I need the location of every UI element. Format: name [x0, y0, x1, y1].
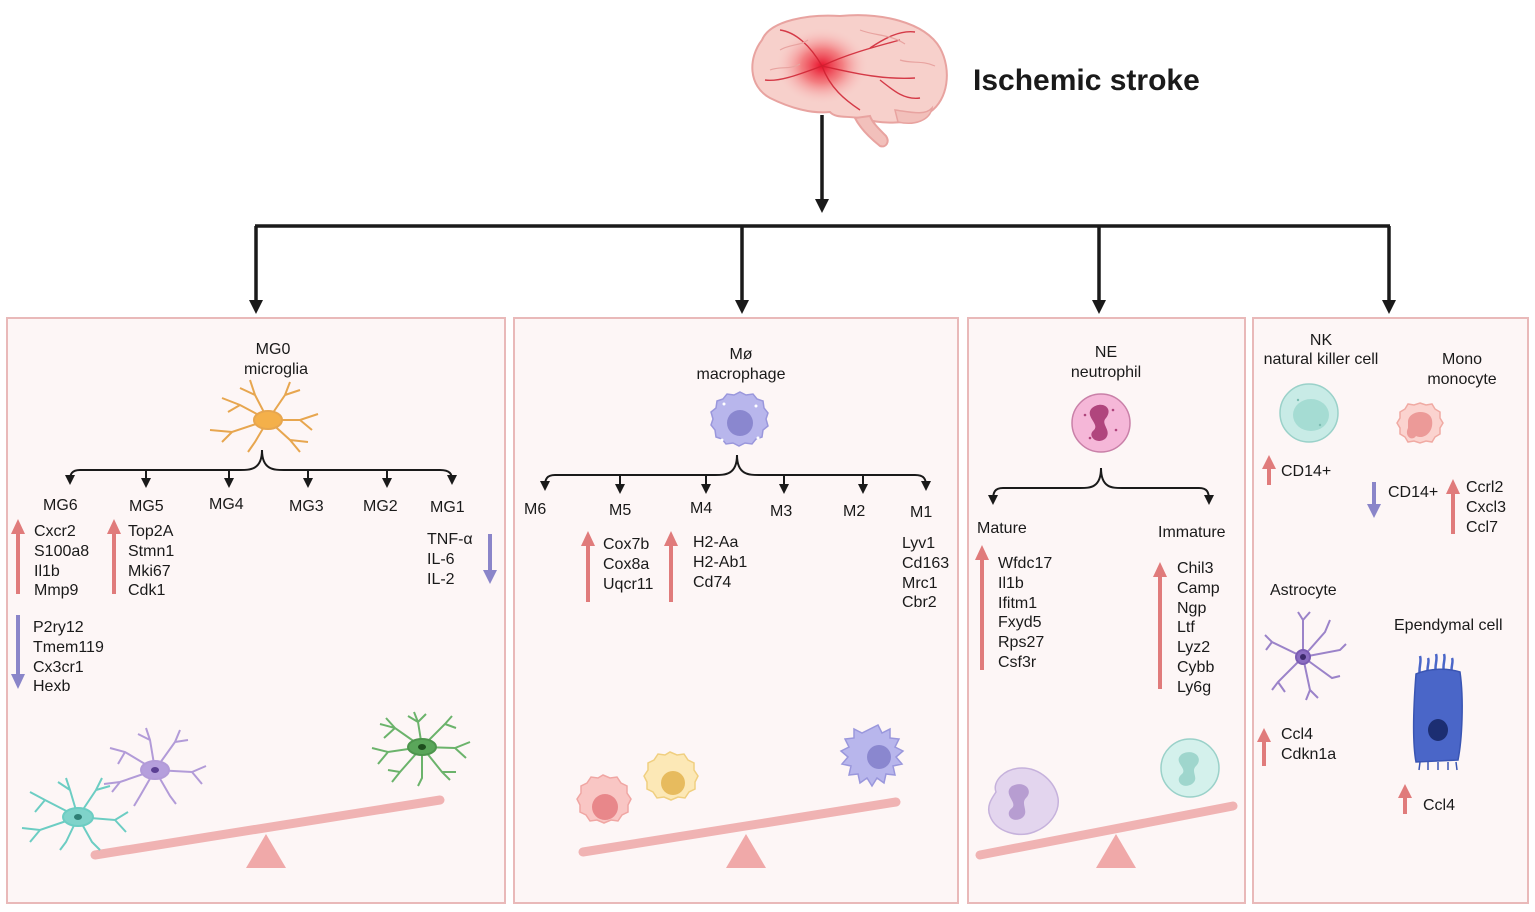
- mono-upregulated-genes: Ccrl2 Cxcl3 Ccl7: [1466, 479, 1507, 536]
- yellow-macrophage-icon: [643, 751, 699, 801]
- astrocyte-label: Astrocyte: [1270, 582, 1337, 599]
- nk-abbr: NK: [1309, 332, 1333, 349]
- arrow-up-icon: [1153, 562, 1167, 689]
- arrow-up-icon: [1257, 728, 1271, 766]
- subtype-m4: M4: [690, 500, 713, 517]
- neutrophil-cell-icon: [1071, 393, 1131, 453]
- macrophage-branch-lines: [540, 454, 931, 494]
- subtype-m6: M6: [524, 501, 547, 518]
- subtype-m2: M2: [843, 503, 866, 520]
- nk-cell-icon: [1279, 383, 1339, 443]
- nk-upregulated-marker: CD14+: [1281, 463, 1332, 480]
- neutrophil-abbr: NE: [1094, 344, 1118, 361]
- microglia-green-icon: [371, 711, 471, 787]
- astrocyte-icon: [1264, 611, 1347, 701]
- microglia-purple-icon: [103, 727, 207, 807]
- mature-upregulated-genes: Wfdc17 Il1b Ifitm1 Fxyd5 Rps27 Csf3r: [998, 555, 1053, 671]
- arrow-up-icon: [581, 531, 595, 602]
- pink-macrophage-icon: [576, 774, 632, 824]
- macrophage-seesaw: [578, 797, 901, 868]
- arrow-down-icon: [483, 534, 497, 584]
- mg6-downregulated-genes: P2ry12 Tmem119 Cx3cr1 Hexb: [33, 619, 104, 696]
- subtype-m1: M1: [910, 504, 933, 521]
- subtype-mg6: MG6: [43, 497, 78, 514]
- monocyte-cell-icon: [1396, 402, 1444, 444]
- microglia-branch-lines: [65, 449, 457, 488]
- immature-upregulated-genes: Chil3 Camp Ngp Ltf Lyz2 Cybb Ly6g: [1177, 560, 1220, 696]
- immature-label: Immature: [1158, 524, 1226, 541]
- mature-neutrophil-icon: [987, 767, 1059, 836]
- page-title: Ischemic stroke: [973, 64, 1200, 97]
- arrow-up-icon: [11, 519, 25, 594]
- subtype-mg5: MG5: [129, 498, 164, 515]
- arrow-up-icon: [107, 519, 121, 594]
- arrow-up-icon: [1446, 479, 1460, 534]
- arrow-up-icon: [975, 545, 989, 670]
- macrophage-abbr: Mø: [729, 346, 753, 363]
- mono-downregulated-marker: CD14+: [1388, 484, 1439, 501]
- neutrophil-name: neutrophil: [1070, 364, 1142, 381]
- astrocyte-upregulated-genes: Ccl4 Cdkn1a: [1281, 726, 1337, 763]
- mono-abbr: Mono: [1441, 351, 1483, 368]
- brain-icon: [751, 14, 948, 148]
- macrophage-name: macrophage: [696, 366, 786, 383]
- mg6-upregulated-genes: Cxcr2 S100a8 Il1b Mmp9: [34, 523, 90, 600]
- m5-upregulated-genes: Cox7b Cox8a Uqcr11: [603, 536, 654, 593]
- m4-upregulated-genes: H2-Aa H2-Ab1 Cd74: [693, 534, 748, 591]
- microglia-cell-icon: [209, 379, 319, 453]
- arrow-up-icon: [1398, 784, 1412, 814]
- arrow-up-icon: [664, 531, 678, 602]
- ependymal-upregulated-gene: Ccl4: [1423, 797, 1456, 814]
- m1-marker-genes: Lyv1 Cd163 Mrc1 Cbr2: [902, 535, 950, 612]
- subtype-mg2: MG2: [363, 498, 398, 515]
- mature-label: Mature: [977, 520, 1027, 537]
- microglia-abbr: MG0: [255, 341, 291, 358]
- arrow-down-icon: [1367, 482, 1381, 518]
- mono-name: monocyte: [1427, 371, 1497, 388]
- neutrophil-seesaw: [975, 801, 1238, 868]
- nk-name: natural killer cell: [1263, 351, 1379, 368]
- subtype-m5: M5: [609, 502, 632, 519]
- immature-neutrophil-icon: [1160, 738, 1220, 798]
- subtype-m3: M3: [770, 503, 793, 520]
- microglia-seesaw: [90, 795, 445, 868]
- neutrophil-branch-lines: [988, 467, 1214, 505]
- subtype-mg3: MG3: [289, 498, 324, 515]
- ependymal-cell-icon: [1412, 653, 1463, 771]
- top-connectors: [249, 115, 1396, 314]
- arrow-down-icon: [11, 615, 25, 689]
- subtype-mg1: MG1: [430, 499, 465, 516]
- mg5-upregulated-genes: Top2A Stmn1 Mki67 Cdk1: [128, 523, 175, 600]
- microglia-teal-icon: [21, 777, 129, 851]
- arrow-up-icon: [1262, 455, 1276, 485]
- ependymal-label: Ependymal cell: [1394, 617, 1503, 634]
- mg1-downregulated-genes: TNF-α IL-6 IL-2: [427, 531, 473, 588]
- macrophage-cell-icon: [710, 391, 769, 447]
- subtype-mg4: MG4: [209, 496, 244, 513]
- microglia-name: microglia: [243, 361, 309, 378]
- activated-macrophage-icon: [839, 723, 905, 788]
